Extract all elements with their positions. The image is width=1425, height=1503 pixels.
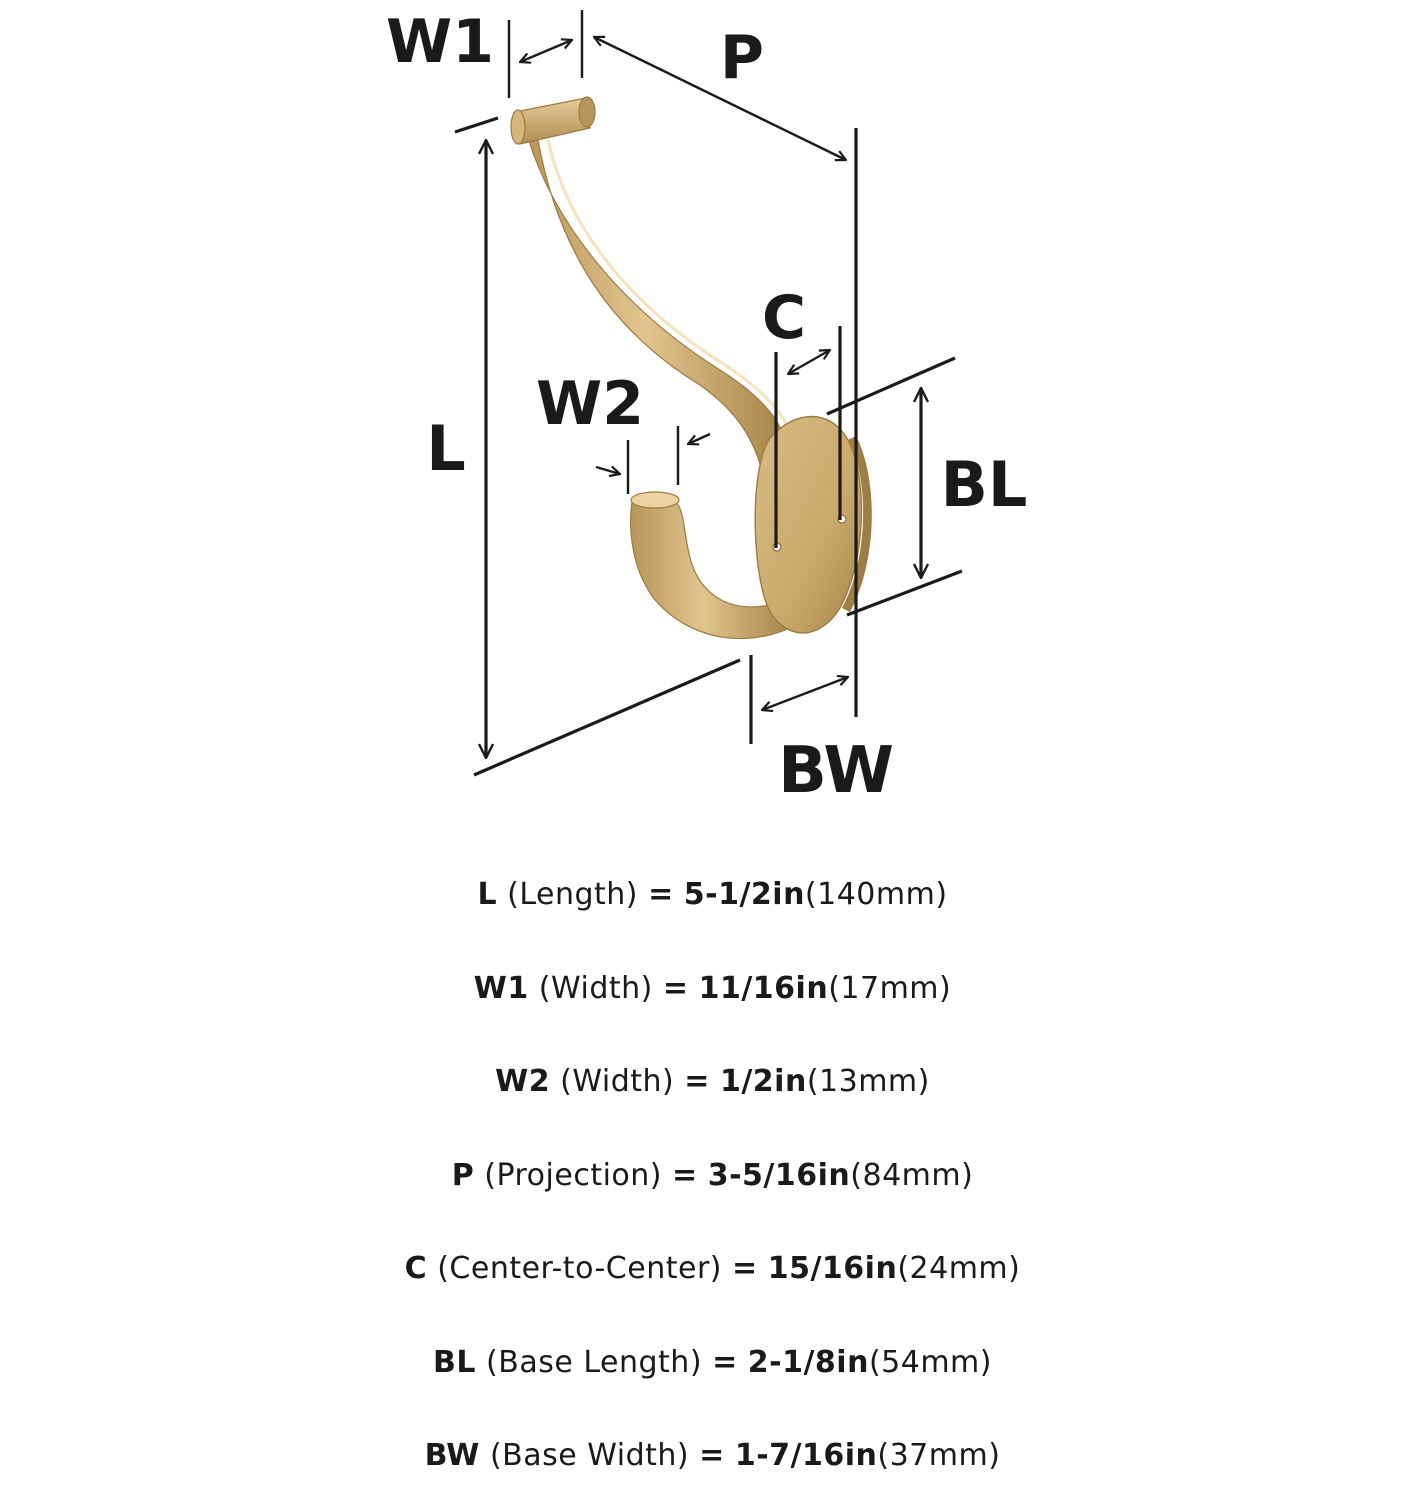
spec-row-center-to-center: C (Center-to-Center) = 15/16in(24mm) <box>0 1222 1425 1316</box>
spec-inches: 1-7/16in <box>734 1438 878 1473</box>
spec-row-width-1: W1 (Width) = 11/16in(17mm) <box>0 942 1425 1036</box>
spec-mm: (17mm) <box>828 970 952 1006</box>
w2-arrow-left <box>595 467 620 474</box>
spec-inches: 2-1/8in <box>747 1344 869 1380</box>
spec-inches: 15/16in <box>767 1251 898 1286</box>
w1-arrow <box>520 40 572 62</box>
coat-hook-illustration <box>510 96 872 640</box>
spec-mm: (24mm) <box>897 1251 1021 1286</box>
spec-code: BW <box>424 1438 480 1473</box>
spec-equals: = <box>662 970 689 1006</box>
bw-arrow <box>762 677 848 710</box>
label-l: L <box>426 412 466 485</box>
hook-lower-curve <box>630 494 791 640</box>
spec-code: C <box>404 1251 428 1286</box>
spec-inches: 3-5/16in <box>707 1157 851 1193</box>
dimension-lines <box>454 10 963 777</box>
spec-name: (Width) <box>560 1064 675 1099</box>
p-arrow <box>594 37 846 160</box>
spec-equals: = <box>648 877 674 912</box>
spec-code: W2 <box>495 1064 551 1099</box>
label-w1: W1 <box>386 7 494 77</box>
spec-mm: (37mm) <box>877 1438 1001 1473</box>
spec-name: (Width) <box>538 970 653 1006</box>
spec-row-width-2: W2 (Width) = 1/2in(13mm) <box>0 1035 1425 1129</box>
spec-equals: = <box>732 1251 758 1286</box>
spec-row-base-length: BL (Base Length) = 2-1/8in(54mm) <box>0 1316 1425 1410</box>
spec-name: (Projection) <box>484 1157 662 1193</box>
label-bw: BW <box>778 734 894 808</box>
spec-name: (Length) <box>507 877 639 912</box>
spec-name: (Base Length) <box>486 1344 703 1380</box>
spec-inches: 1/2in <box>719 1064 807 1099</box>
spec-equals: = <box>712 1344 738 1380</box>
label-bl: BL <box>941 448 1028 521</box>
label-w2: W2 <box>536 369 644 439</box>
label-p: P <box>720 23 764 93</box>
spec-equals: = <box>699 1438 725 1473</box>
spec-name: (Center-to-Center) <box>437 1251 722 1286</box>
spec-name: (Base Width) <box>489 1438 690 1473</box>
spec-code: L <box>477 877 498 912</box>
label-c: C <box>762 283 806 353</box>
spec-mm: (54mm) <box>868 1344 992 1380</box>
hook-base-plate <box>754 415 863 634</box>
hook-base-plate-edge <box>842 436 872 612</box>
spec-mm: (140mm) <box>804 877 948 912</box>
spec-equals: = <box>672 1157 698 1193</box>
hook-top-cap <box>510 96 596 145</box>
dimension-spec-list: L (Length) = 5-1/2in(140mm) W1 (Width) =… <box>0 848 1425 1503</box>
c-arrow <box>788 350 830 374</box>
dimension-diagram: W1 P C W2 L BL BW <box>386 7 1028 808</box>
spec-row-length: L (Length) = 5-1/2in(140mm) <box>0 848 1425 942</box>
spec-code: P <box>451 1157 475 1193</box>
spec-mm: (84mm) <box>850 1157 974 1193</box>
spec-inches: 5-1/2in <box>683 877 805 912</box>
spec-row-base-width: BW (Base Width) = 1-7/16in(37mm) <box>0 1409 1425 1503</box>
spec-code: BL <box>433 1344 476 1380</box>
spec-inches: 11/16in <box>698 970 829 1006</box>
spec-equals: = <box>684 1064 710 1099</box>
spec-mm: (13mm) <box>806 1064 930 1099</box>
spec-code: W1 <box>473 970 529 1006</box>
w2-arrow-right <box>688 432 711 444</box>
spec-row-projection: P (Projection) = 3-5/16in(84mm) <box>0 1129 1425 1223</box>
